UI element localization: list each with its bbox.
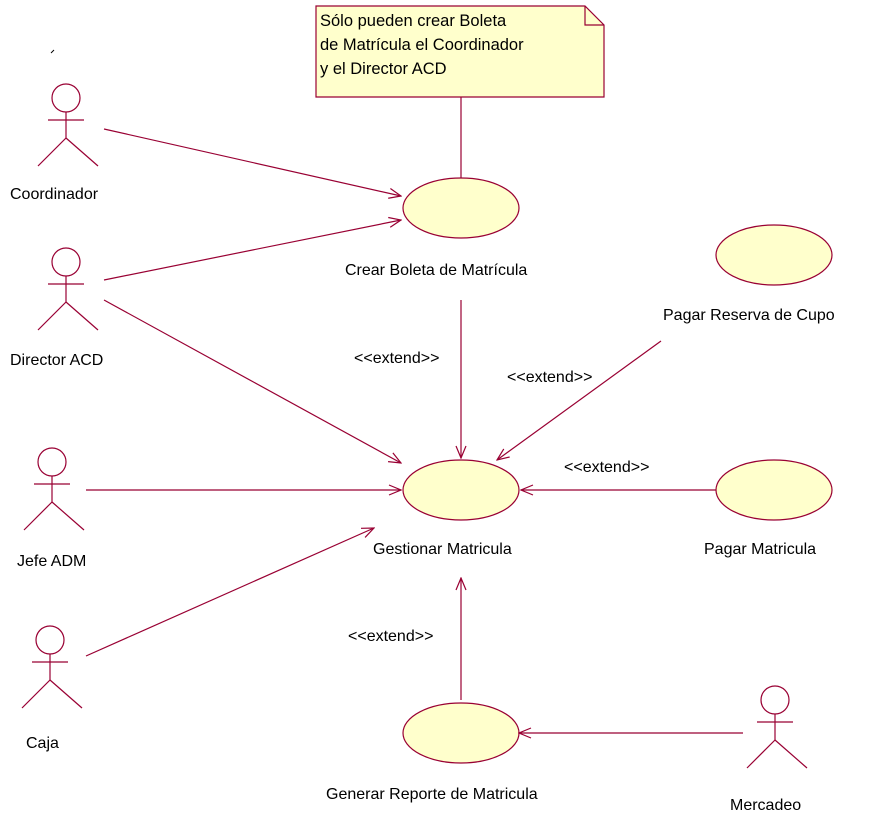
actor-coordinador-label: Coordinador [10,186,99,203]
actor-jefe-icon [23,447,85,531]
actor-coordinador-icon [37,83,99,167]
usecase-pagar-matricula-ellipse [715,459,833,521]
note-text: Sólo pueden crear Boleta de Matrícula el… [320,9,524,81]
actor-director-icon [37,247,99,331]
extend-label-reserva: <<extend>> [507,369,593,386]
assoc-director-crear [103,220,401,281]
actor-mercadeo-icon [746,685,808,769]
actor-jefe-label: Jefe ADM [17,553,87,570]
usecase-crear-label: Crear Boleta de Matrícula [345,262,528,279]
usecase-generar-ellipse [402,702,520,764]
note-line: y el Director ACD [320,60,447,78]
usecase-pagar-matricula-label: Pagar Matricula [704,541,817,558]
assoc-director-gestionar [103,299,401,463]
actor-caja-icon [21,625,83,709]
extend-label-generar: <<extend>> [348,628,434,645]
note-line: de Matrícula el Coordinador [320,36,524,54]
usecase-generar-label: Generar Reporte de Matricula [326,786,538,803]
actor-caja-label: Caja [26,735,59,752]
usecase-gestionar-ellipse [402,459,520,521]
stray-mark [50,49,55,54]
usecase-gestionar-label: Gestionar Matricula [373,541,512,558]
usecase-pagar-reserva-ellipse [715,224,833,286]
note: Sólo pueden crear Boleta de Matrícula el… [316,6,604,97]
extend-label-pagar: <<extend>> [564,459,650,476]
usecase-crear-ellipse [402,177,520,239]
extend-label-crear: <<extend>> [354,350,440,367]
actor-director-label: Director ACD [10,352,104,369]
note-shape [315,5,605,98]
actor-mercadeo-label: Mercadeo [730,797,802,814]
note-line: Sólo pueden crear Boleta [320,12,507,30]
extend-reserva-gestionar [497,340,662,460]
assoc-caja-gestionar [85,528,374,657]
usecase-pagar-reserva-label: Pagar Reserva de Cupo [663,307,835,324]
assoc-coordinador-crear [103,128,401,196]
